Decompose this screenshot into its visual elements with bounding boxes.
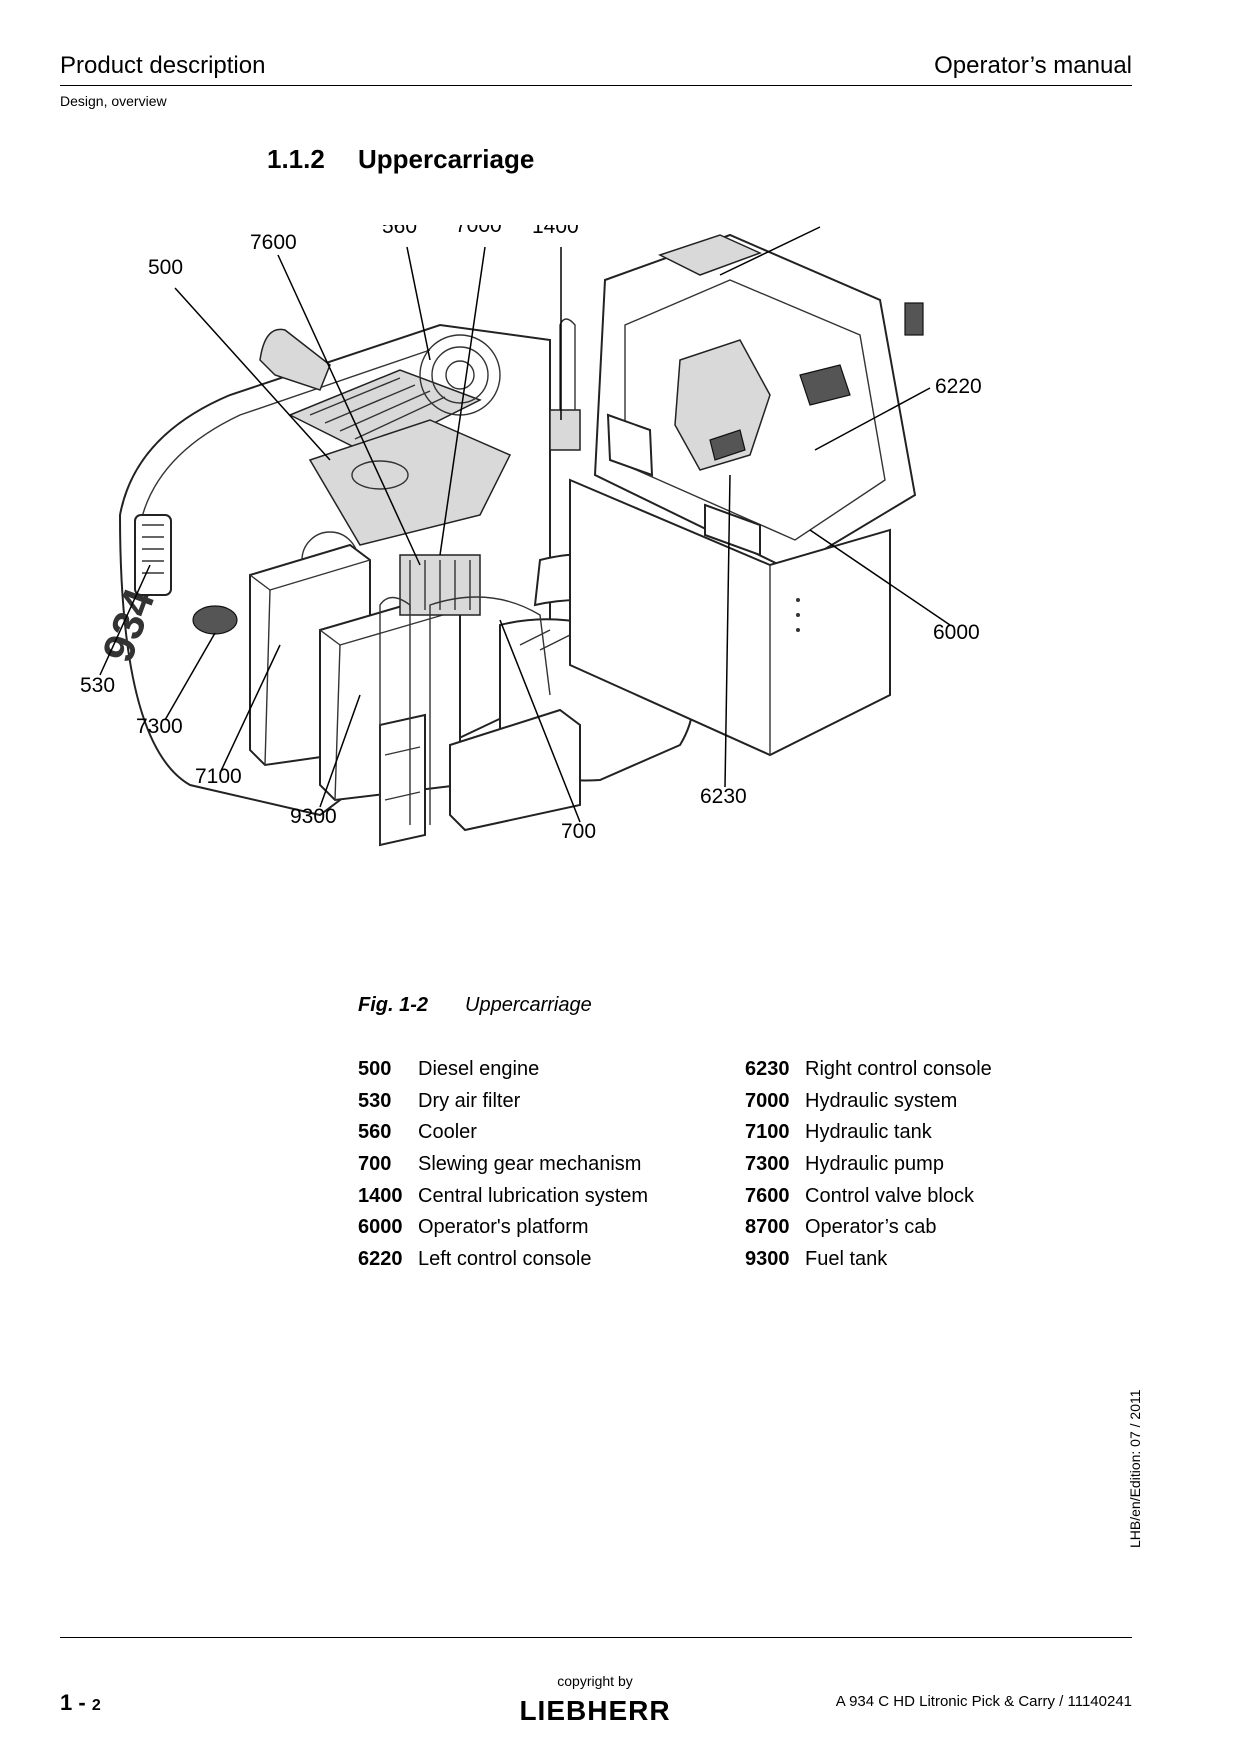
edition-note: LHB/en/Edition: 07 / 2011	[1127, 1389, 1143, 1548]
logo-text: LIEBHERR	[519, 1695, 670, 1726]
legend-number: 9300	[745, 1247, 790, 1270]
legend-number: 1400	[358, 1184, 403, 1207]
legend-item: 7000 Hydraulic system	[745, 1086, 1105, 1118]
hydraulic-pump	[192, 605, 238, 635]
handrail	[379, 596, 551, 845]
control-console-right	[709, 429, 746, 461]
legend-number: 6000	[358, 1216, 403, 1239]
legend-number: 500	[358, 1058, 392, 1081]
page-number: 1 - 2	[60, 1690, 101, 1716]
legend-label: Central lubrication system	[418, 1184, 649, 1207]
legend-number: 7000	[745, 1089, 790, 1112]
liebherr-logo-mark: LIEBHERR	[519, 1695, 670, 1726]
legend-number: 560	[358, 1121, 392, 1144]
callout-6220: 6220	[935, 375, 982, 398]
callout-7600: 7600	[250, 231, 297, 254]
legend-item: 700 Slewing gear mechanism	[358, 1149, 718, 1181]
page-number-sub: 2	[91, 1697, 101, 1714]
leader-lines	[99, 226, 951, 823]
tank-cap	[351, 460, 409, 490]
cab-door-window	[606, 413, 654, 477]
legend-number: 700	[358, 1153, 392, 1176]
central-lubrication-unit	[549, 409, 581, 451]
legend-label: Dry air filter	[418, 1089, 521, 1112]
legend-number: 7600	[745, 1184, 790, 1207]
legend-label: Hydraulic pump	[805, 1153, 944, 1176]
legend-item: 7100 Hydraulic tank	[745, 1117, 1105, 1149]
callout-7300: 7300	[136, 715, 183, 738]
legend-item: 6230 Right control console	[745, 1054, 1105, 1086]
legend-item: 560 Cooler	[358, 1117, 718, 1149]
legend-number: 7100	[745, 1121, 790, 1144]
copyright-text: copyright by	[557, 1673, 633, 1689]
callout-6000: 6000	[933, 621, 980, 644]
callout-700: 700	[561, 820, 596, 843]
legend-number: 6230	[745, 1058, 790, 1081]
callout-6230: 6230	[700, 785, 747, 808]
legend-number: 6220	[358, 1247, 403, 1270]
legend-item: 1400 Central lubrication system	[358, 1180, 718, 1212]
callout-9300: 9300	[290, 805, 337, 828]
section-title: Uppercarriage	[358, 144, 535, 174]
legend-left-column: 500 Diesel engine 530 Dry air filter 560 Co…	[358, 1054, 718, 1275]
legend-label: Operator’s cab	[805, 1216, 937, 1239]
air-filter-housing	[134, 514, 172, 596]
legend-number: 7300	[745, 1153, 790, 1176]
legend-label: Hydraulic tank	[805, 1121, 932, 1144]
cab-roof-hatch	[658, 234, 762, 276]
legend-item: 6220 Left control console	[358, 1244, 718, 1276]
page-number-main: 1 -	[60, 1690, 86, 1715]
legend-item: 9300 Fuel tank	[745, 1244, 1105, 1276]
legend-item: 7300 Hydraulic pump	[745, 1149, 1105, 1181]
cab-lower-panel	[704, 503, 761, 557]
legend-label: Right control console	[805, 1058, 992, 1081]
header-manual-title: Operator’s manual	[934, 52, 1132, 79]
header-rule	[60, 85, 1132, 86]
legend-label: Control valve block	[805, 1184, 974, 1207]
legend-item: 500 Diesel engine	[358, 1054, 718, 1086]
legend-item: 7600 Control valve block	[745, 1180, 1105, 1212]
legend-label: Fuel tank	[805, 1247, 888, 1270]
engine-block	[308, 419, 512, 546]
counterweight-inner-line	[139, 349, 431, 526]
exhaust-stack	[259, 328, 331, 391]
legend-label: Hydraulic system	[805, 1089, 958, 1112]
legend-label: Left control console	[418, 1247, 592, 1270]
legend-item: 8700 Operator’s cab	[745, 1212, 1105, 1244]
legend-label: Slewing gear mechanism	[418, 1153, 642, 1176]
uppercarriage-figure: 934	[80, 225, 1140, 965]
legend-label: Cooler	[418, 1121, 477, 1144]
access-steps	[379, 713, 426, 847]
callout-7000: 7000	[455, 225, 502, 237]
legend-number: 8700	[745, 1216, 790, 1239]
uppercarriage-drawing: 934	[80, 225, 982, 847]
footer-model-info: A 934 C HD Litronic Pick & Carry / 11140…	[835, 1693, 1132, 1710]
engine-grille	[288, 369, 482, 456]
footer-rule	[60, 1637, 1132, 1638]
header-section-title: Product description	[60, 52, 266, 79]
legend-number: 530	[358, 1089, 392, 1112]
header-subtitle: Design, overview	[60, 93, 167, 109]
liebherr-logo: LIEBHERR	[497, 1693, 693, 1727]
callout-500: 500	[148, 256, 183, 279]
callout-1400: 1400	[532, 225, 579, 238]
cab-mirror	[904, 302, 924, 336]
callout-560: 560	[382, 225, 417, 238]
section-number: 1.1.2	[267, 144, 325, 174]
callout-7100: 7100	[195, 765, 242, 788]
legend-item: 530 Dry air filter	[358, 1086, 718, 1118]
operator-seat	[674, 339, 771, 471]
control-console-left	[799, 364, 851, 406]
figure-caption: Uppercarriage	[465, 994, 592, 1016]
callout-530: 530	[80, 674, 115, 697]
legend-label: Diesel engine	[418, 1058, 540, 1081]
legend-label: Operator's platform	[418, 1216, 589, 1239]
figure-number: Fig. 1-2	[358, 994, 429, 1016]
legend-item: 6000 Operator's platform	[358, 1212, 718, 1244]
